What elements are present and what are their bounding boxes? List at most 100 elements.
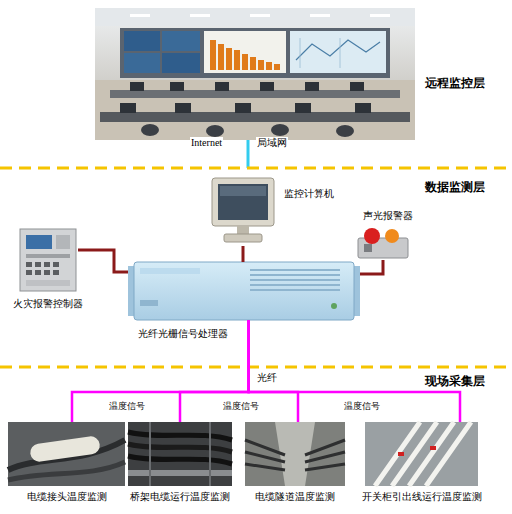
node-caption: 监控计算机 bbox=[284, 188, 334, 199]
cable-tray-photo bbox=[128, 422, 232, 486]
cable-tray-photo bbox=[128, 432, 232, 440]
label-holder: 现场采集层 bbox=[424, 374, 486, 388]
label-holder: 温度信号 bbox=[222, 401, 260, 412]
layer-label: 现场采集层 bbox=[424, 374, 486, 388]
processor-rack bbox=[250, 270, 340, 290]
control-room-photo bbox=[266, 62, 272, 70]
cable-tray-photo bbox=[128, 422, 232, 486]
fire-alarm-icon bbox=[53, 262, 59, 267]
fire-alarm-icon bbox=[26, 235, 52, 249]
control-room-photo bbox=[215, 82, 229, 91]
switchgear-photo bbox=[365, 422, 478, 486]
control-room-photo bbox=[305, 82, 319, 91]
control-room-photo bbox=[130, 14, 150, 17]
control-room-photo bbox=[260, 82, 274, 91]
caption-holder: 光纤光栅信号处理器 bbox=[138, 328, 228, 340]
label-holder: Internet bbox=[190, 137, 223, 149]
control-room-photo bbox=[170, 82, 184, 91]
processor-rack bbox=[140, 300, 158, 306]
control-room-photo bbox=[258, 60, 264, 70]
network-label: Internet bbox=[190, 137, 223, 148]
network-line bbox=[247, 140, 250, 168]
label-holder: 数据监测层 bbox=[424, 180, 486, 194]
computer-icon bbox=[218, 184, 268, 220]
signal-label: 温度信号 bbox=[343, 401, 381, 411]
layer-divider bbox=[0, 167, 512, 170]
signal-label: 温度信号 bbox=[222, 401, 260, 411]
caption-holder: 电缆隧道温度监测 bbox=[255, 491, 335, 503]
switchgear-photo bbox=[398, 452, 404, 456]
control-room-photo bbox=[350, 82, 364, 91]
field-node: 电缆隧道温度监测 bbox=[245, 422, 345, 486]
fire-alarm-icon bbox=[26, 254, 70, 258]
fire-alarm-icon bbox=[35, 262, 41, 267]
computer-icon bbox=[224, 234, 262, 242]
control-room-photo bbox=[355, 103, 371, 113]
computer-icon bbox=[212, 178, 274, 226]
control-room-photo bbox=[120, 103, 136, 113]
switchgear-photo bbox=[430, 446, 436, 450]
alarm-icon bbox=[385, 229, 399, 243]
control-room-photo bbox=[95, 8, 415, 140]
fire-alarm-icon bbox=[26, 280, 70, 286]
control-room-photo bbox=[95, 8, 415, 140]
signal-wire bbox=[360, 260, 383, 274]
computer-icon bbox=[237, 226, 249, 234]
node-caption: 电缆接头温度监测 bbox=[27, 491, 107, 502]
caption-holder: 监控计算机 bbox=[284, 188, 334, 200]
control-room-photo bbox=[300, 38, 340, 68]
control-room-photo bbox=[100, 112, 410, 122]
control-room-photo bbox=[235, 103, 251, 113]
control-room-photo bbox=[210, 40, 216, 70]
processor-node: 光纤光栅信号处理器 bbox=[128, 262, 360, 320]
fire-alarm-icon bbox=[26, 262, 32, 267]
processor-rack bbox=[140, 268, 200, 274]
control-room-photo bbox=[250, 14, 270, 17]
cable-joint-photo bbox=[8, 422, 125, 486]
control-room-photo bbox=[175, 103, 191, 113]
caption-holder: 电缆接头温度监测 bbox=[27, 491, 107, 503]
control-room-photo bbox=[190, 14, 210, 17]
node-caption: 光纤光栅信号处理器 bbox=[138, 328, 228, 339]
fire-alarm-icon bbox=[26, 270, 32, 275]
label-holder: 温度信号 bbox=[343, 401, 381, 412]
fiber-line bbox=[249, 320, 460, 422]
control-room-photo bbox=[271, 124, 289, 136]
fiber-label: 光纤 bbox=[256, 372, 278, 383]
network-label: 局域网 bbox=[256, 137, 288, 148]
cable-tray-photo bbox=[128, 444, 232, 452]
signal-wire bbox=[242, 246, 245, 262]
control-room-photo bbox=[274, 64, 280, 70]
cable-joint-photo bbox=[8, 462, 125, 480]
layer-label: 数据监测层 bbox=[424, 180, 486, 194]
control-room-photo bbox=[162, 53, 200, 73]
computer-icon bbox=[212, 178, 274, 242]
cable-tunnel-photo bbox=[305, 440, 345, 470]
node-caption: 电缆隧道温度监测 bbox=[255, 491, 335, 502]
alarm-icon bbox=[364, 228, 380, 244]
fire-alarm-icon bbox=[20, 229, 76, 291]
control-room-photo bbox=[226, 48, 232, 70]
alarm-icon bbox=[364, 244, 372, 252]
fire-alarm-node: 火灾报警控制器 bbox=[18, 228, 78, 292]
processor-rack bbox=[134, 262, 354, 320]
cable-tray-photo bbox=[150, 422, 210, 486]
cable-tunnel-photo bbox=[245, 440, 285, 470]
control-room-photo bbox=[234, 50, 240, 70]
caption-holder: 桥架电缆运行温度监测 bbox=[130, 491, 230, 503]
label-holder: 远程监控层 bbox=[424, 76, 486, 90]
field-node: 桥架电缆运行温度监测 bbox=[128, 422, 232, 486]
signal-label: 温度信号 bbox=[108, 401, 146, 411]
field-node: 电缆接头温度监测 bbox=[8, 422, 125, 486]
layer-divider bbox=[0, 366, 512, 369]
label-holder: 温度信号 bbox=[108, 401, 146, 412]
fire-alarm-icon bbox=[44, 270, 50, 275]
control-room-photo bbox=[310, 14, 330, 17]
control-room-photo bbox=[295, 103, 311, 113]
computer-icon bbox=[220, 186, 266, 196]
control-room-photo bbox=[120, 28, 390, 78]
field-node: 开关柜引出线运行温度监测 bbox=[365, 422, 478, 486]
fire-alarm-icon bbox=[56, 235, 70, 249]
cable-tunnel-photo bbox=[245, 422, 345, 486]
